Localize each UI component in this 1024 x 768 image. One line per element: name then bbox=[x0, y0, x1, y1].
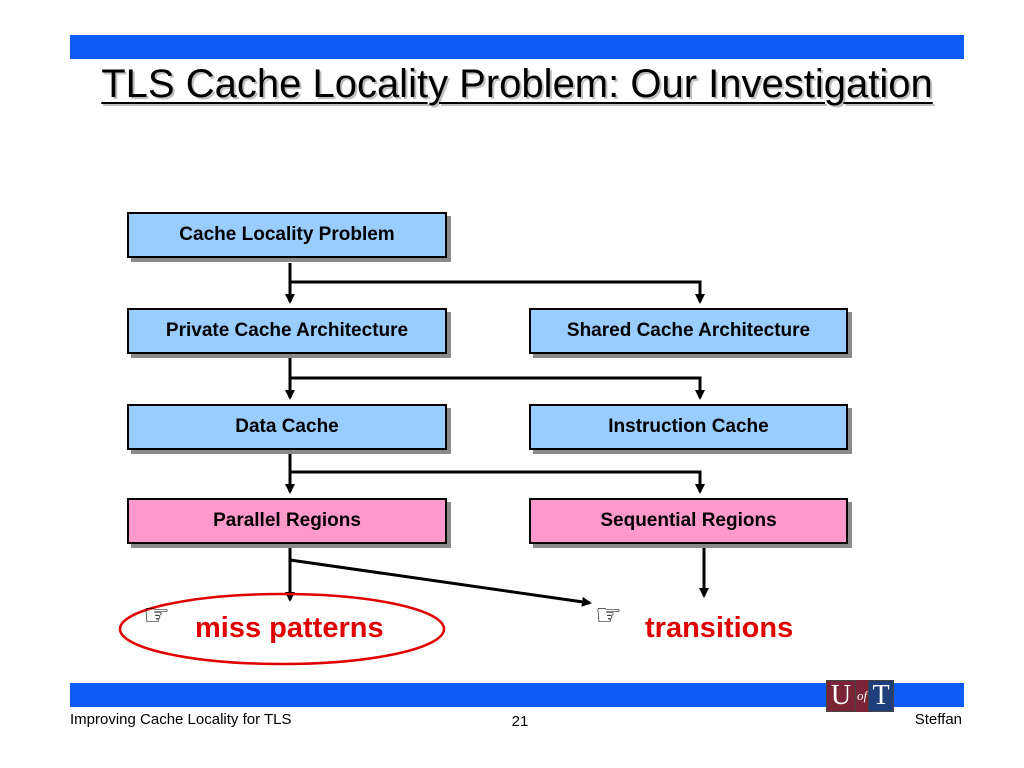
connector-private-to-instruction bbox=[290, 376, 705, 400]
transitions-label: transitions bbox=[645, 612, 794, 644]
university-logo: U of T bbox=[826, 680, 894, 712]
pointing-hand-icon: ☞ bbox=[143, 599, 170, 632]
shared-cache-architecture-box: Shared Cache Architecture bbox=[529, 308, 848, 354]
data-cache-box: Data Cache bbox=[127, 404, 447, 450]
footer-title: Improving Cache Locality for TLS bbox=[70, 711, 292, 728]
logo-letter-of: of bbox=[856, 680, 868, 712]
miss-patterns-label: miss patterns bbox=[195, 612, 384, 644]
footer-author: Steffan bbox=[914, 711, 962, 728]
slide-title: TLS Cache Locality Problem: Our Investig… bbox=[101, 62, 933, 106]
pointing-hand-icon: ☞ bbox=[595, 599, 622, 632]
instruction-cache-box: Instruction Cache bbox=[529, 404, 848, 450]
sequential-regions-box: Sequential Regions bbox=[529, 498, 848, 544]
page-number: 21 bbox=[511, 713, 529, 730]
logo-letter-t: T bbox=[868, 680, 894, 712]
private-cache-architecture-box: Private Cache Architecture bbox=[127, 308, 447, 354]
bottom-accent-bar bbox=[70, 683, 964, 707]
logo-letter-u: U bbox=[826, 680, 856, 712]
connector-data-to-sequential bbox=[290, 470, 705, 494]
miss-patterns-highlight-ellipse bbox=[118, 592, 446, 666]
top-accent-bar bbox=[70, 35, 964, 59]
connector-root-to-shared bbox=[290, 280, 705, 304]
connector-parallel-to-transitions bbox=[289, 558, 592, 607]
cache-locality-problem-box: Cache Locality Problem bbox=[127, 212, 447, 258]
parallel-regions-box: Parallel Regions bbox=[127, 498, 447, 544]
